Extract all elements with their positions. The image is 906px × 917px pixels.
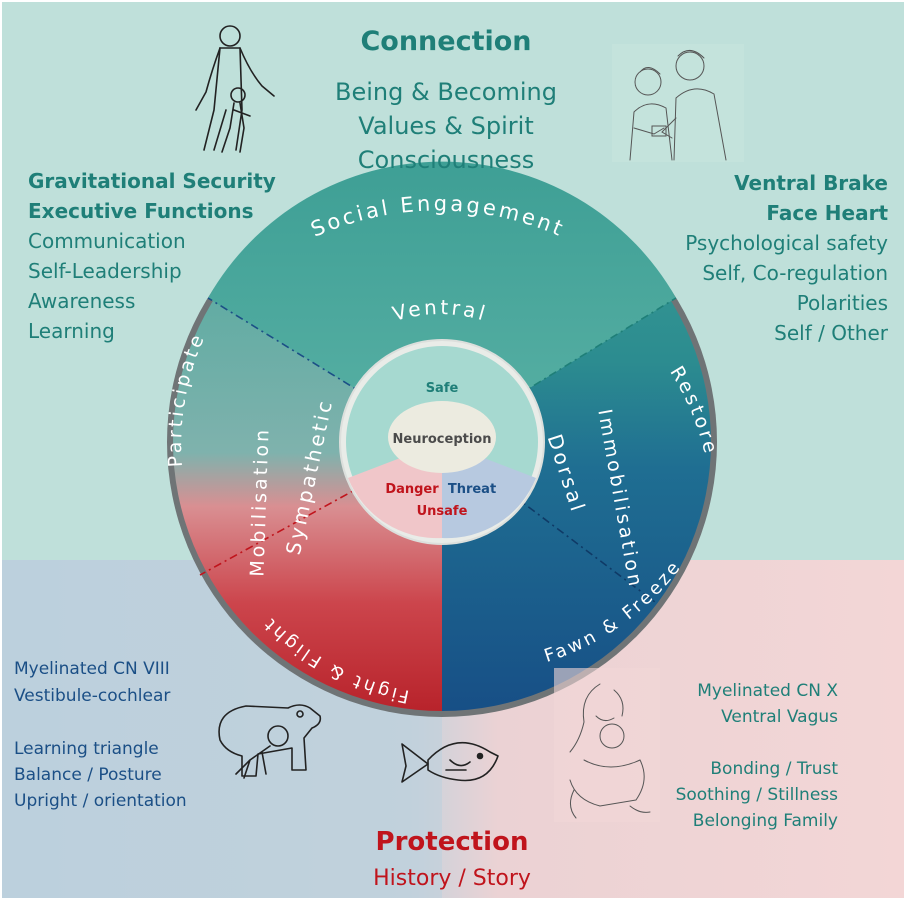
divider-dorsal (441, 441, 656, 603)
bear-and-child-crawling-icon (218, 704, 322, 779)
connection-title: Connection (360, 26, 531, 57)
right-item: Self, Co-regulation (702, 261, 888, 285)
right-item: Self / Other (774, 321, 889, 345)
bottom-right-item: Ventral Vagus (721, 707, 838, 727)
divider-sympathetic (199, 441, 443, 576)
connection-line: Being & Becoming (335, 78, 557, 106)
divider-ventral-right (441, 297, 677, 443)
right-heading: Face Heart (766, 201, 888, 225)
left-heading: Gravitational Security (28, 169, 276, 193)
divider-ventral-left (207, 297, 443, 443)
bottom-left-item: Vestibule-cochlear (14, 686, 170, 706)
wheel-top-ventral (208, 161, 676, 442)
bottom-right-item: Bonding / Trust (710, 759, 838, 779)
connection-line: Consciousness (358, 146, 534, 174)
left-item: Learning (28, 319, 115, 343)
connection-line: Values & Spirit (358, 112, 533, 140)
bottom-left-item: Balance / Posture (14, 765, 162, 785)
right-item: Polarities (797, 291, 888, 315)
bottom-right-item: Belonging Family (693, 811, 838, 831)
mother-holding-baby-icon (554, 668, 660, 822)
bottom-left-item: Myelinated CN VIII (14, 659, 170, 679)
center-threat-label: Threat (448, 482, 496, 497)
right-heading: Ventral Brake (734, 171, 888, 195)
left-item: Communication (28, 229, 186, 253)
adult-child-walking-icon (195, 25, 275, 153)
left-item: Awareness (28, 289, 135, 313)
center-unsafe-label: Unsafe (417, 504, 468, 519)
wheel: Safe Neuroception Danger Threat Unsafe S… (164, 161, 719, 717)
left-item: Self-Leadership (28, 259, 182, 283)
center-safe-label: Safe (426, 381, 459, 396)
center-neuroception-label: Neuroception (393, 432, 492, 447)
bottom-left-item: Learning triangle (14, 739, 159, 759)
bottom-right-item: Myelinated CN X (697, 681, 838, 701)
neuroception-oval (388, 401, 496, 473)
center-danger-label: Danger (385, 482, 439, 497)
left-heading: Executive Functions (28, 199, 254, 223)
right-item: Psychological safety (685, 231, 888, 255)
bottom-left-item: Upright / orientation (14, 791, 187, 811)
protection-title: Protection (376, 827, 529, 857)
two-men-talking-icon (612, 44, 744, 162)
fish-icon (401, 741, 499, 783)
mobilisation-label: Mobilisation (246, 427, 273, 578)
protection-subtitle: History / Story (373, 866, 531, 891)
bottom-right-item: Soothing / Stillness (676, 785, 839, 805)
